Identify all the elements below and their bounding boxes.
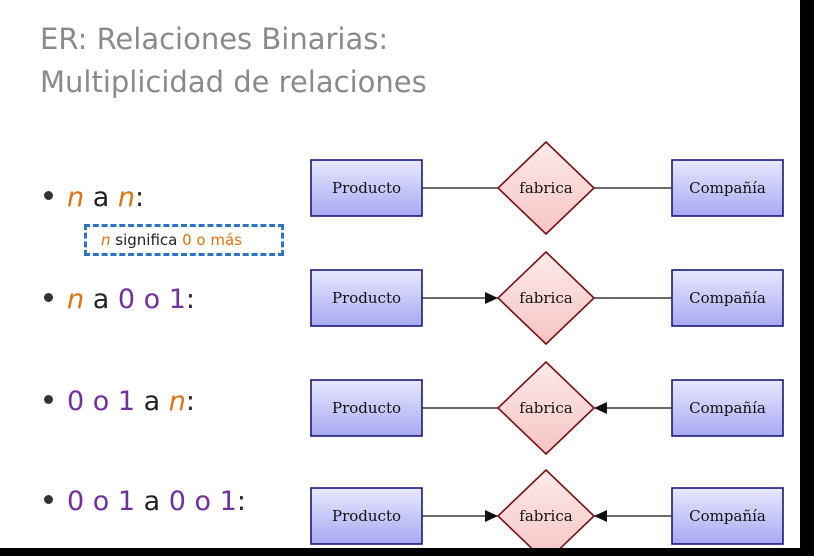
- relationship-label: fabrica: [519, 399, 572, 417]
- colon: :: [185, 284, 195, 315]
- title-line-2: Multiplicidad de relaciones: [40, 65, 427, 99]
- note-text: significa: [110, 231, 183, 249]
- note-value: 0 o más: [182, 231, 243, 249]
- relationship-diamond: [496, 360, 596, 456]
- screen-edge-right: [800, 0, 814, 556]
- entity-box-producto: [310, 159, 423, 217]
- relationship-label: fabrica: [519, 507, 572, 525]
- screen-edge-bottom: [0, 548, 814, 556]
- colon: :: [236, 486, 246, 517]
- er-row: Producto fabrica Compañía: [310, 360, 784, 456]
- multiplicity-right: 0 o 1: [168, 486, 237, 517]
- entity-box-compania: [671, 159, 784, 217]
- colon: :: [185, 386, 195, 417]
- er-row: Producto fabrica Compañía: [310, 468, 784, 548]
- multiplicity-left: n: [67, 182, 85, 213]
- entity-label-compania: Compañía: [689, 179, 766, 197]
- multiplicity-right: n: [117, 182, 135, 213]
- arrowhead-left: [485, 292, 498, 304]
- multiplicity-right: 0 o 1: [117, 284, 186, 315]
- relationship-diamond: [496, 468, 596, 548]
- entity-box-compania: [671, 269, 784, 327]
- entity-label-compania: Compañía: [689, 507, 766, 525]
- bullet-01-a-01: 0 o 1 a 0 o 1:: [44, 486, 246, 517]
- relationship-diamond: [496, 140, 596, 236]
- arrowhead-left: [485, 510, 498, 522]
- bullet-dot: [44, 293, 53, 302]
- bullet-n-a-01: n a 0 o 1:: [44, 284, 195, 315]
- note-n: n: [101, 231, 111, 249]
- entity-box-producto: [310, 269, 423, 327]
- entity-label-producto: Producto: [332, 399, 401, 417]
- bullet-n-a-n: n a n:: [44, 182, 144, 213]
- slide: ER: Relaciones Binarias: Multiplicidad d…: [40, 18, 784, 548]
- entity-box-producto: [310, 487, 423, 545]
- connector-word: a: [84, 284, 118, 315]
- arrowhead-right: [594, 402, 607, 414]
- multiplicity-left: 0 o 1: [67, 486, 136, 517]
- multiplicity-right: n: [168, 386, 186, 417]
- bullet-01-a-n: 0 o 1 a n:: [44, 386, 195, 417]
- multiplicity-left: n: [67, 284, 85, 315]
- entity-label-producto: Producto: [332, 179, 401, 197]
- entity-label-producto: Producto: [332, 289, 401, 307]
- entity-box-compania: [671, 487, 784, 545]
- slide-title: ER: Relaciones Binarias: Multiplicidad d…: [40, 18, 427, 104]
- er-row: Producto fabrica Compañía: [310, 250, 784, 346]
- relationship-label: fabrica: [519, 179, 572, 197]
- entity-box-producto: [310, 379, 423, 437]
- bullet-dot: [44, 395, 53, 404]
- relationship-label: fabrica: [519, 289, 572, 307]
- entity-label-compania: Compañía: [689, 399, 766, 417]
- bullet-dot: [44, 495, 53, 504]
- colon: :: [134, 182, 145, 213]
- connector-word: a: [84, 182, 118, 213]
- title-line-1: ER: Relaciones Binarias:: [40, 22, 389, 56]
- note-box: n significa 0 o más: [84, 224, 284, 256]
- er-row: Producto fabrica Compañía: [310, 140, 784, 236]
- bullet-dot: [44, 191, 53, 200]
- relationship-diamond: [496, 250, 596, 346]
- connector-word: a: [135, 386, 169, 417]
- connector-word: a: [135, 486, 169, 517]
- arrowhead-right: [594, 510, 607, 522]
- entity-label-producto: Producto: [332, 507, 401, 525]
- entity-box-compania: [671, 379, 784, 437]
- entity-label-compania: Compañía: [689, 289, 766, 307]
- multiplicity-left: 0 o 1: [67, 386, 136, 417]
